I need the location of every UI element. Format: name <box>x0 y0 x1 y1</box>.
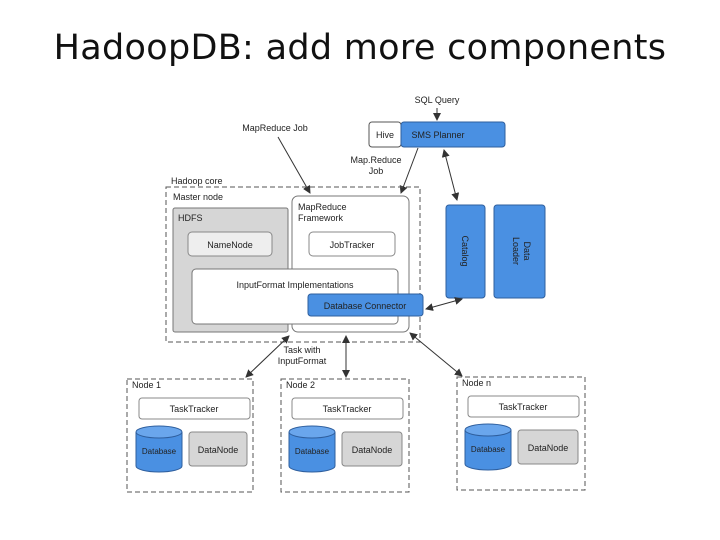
node-1-database-label: Database <box>142 447 177 456</box>
inputformat-label: InputFormat Implementations <box>236 280 354 290</box>
node-n-label: Node n <box>462 378 491 388</box>
namenode-box <box>187 231 273 257</box>
node-1-datanode-box <box>188 431 248 467</box>
node-1-label: Node 1 <box>132 380 161 390</box>
hive-label: Hive <box>376 130 394 140</box>
task-with-label-1: Task with <box>283 345 320 355</box>
data-loader-box <box>493 204 546 299</box>
node-1-datanode-label: DataNode <box>198 445 239 455</box>
sms-planner-box <box>400 121 506 148</box>
database-connector-label: Database Connector <box>324 301 407 311</box>
node-1-tasktracker-box <box>138 397 251 420</box>
planner-catalog-arrow <box>441 149 460 201</box>
data-loader-label-1: Data <box>522 241 532 260</box>
node-1-tasktracker-label: TaskTracker <box>170 404 219 414</box>
node-1-database-icon <box>135 425 183 473</box>
node-2-tasktracker-label: TaskTracker <box>323 404 372 414</box>
data-loader-label-2: Loader <box>511 237 521 265</box>
catalog-box <box>445 204 486 299</box>
node-2-label: Node 2 <box>286 380 315 390</box>
node-n-box <box>456 376 586 491</box>
node-n-database-label: Database <box>471 445 506 454</box>
hdfs-label: HDFS <box>178 213 203 223</box>
hadoop-core-box <box>165 186 421 343</box>
node-2-datanode-label: DataNode <box>352 445 393 455</box>
noden-arrow <box>409 332 463 377</box>
namenode-label: NameNode <box>207 240 253 250</box>
hadoop-core-label: Hadoop core <box>171 176 223 186</box>
catalog-label: Catalog <box>460 235 470 266</box>
node-n-tasktracker-box <box>467 395 580 418</box>
jobtracker-box <box>308 231 396 257</box>
node-2-datanode-box <box>341 431 403 467</box>
task-with-label-2: InputFormat <box>278 356 327 366</box>
connector-catalog-arrow <box>425 297 463 311</box>
jobtracker-label: JobTracker <box>330 240 375 250</box>
node-2-tasktracker-box <box>291 397 404 420</box>
node-n-datanode-label: DataNode <box>528 443 569 453</box>
node-2-database-label: Database <box>295 447 330 456</box>
master-node-label: Master node <box>173 192 223 202</box>
sql-query-label: SQL Query <box>415 95 460 105</box>
mapreduce-job-label-right-2: Job <box>369 166 384 176</box>
mapreduce-job-arrow-right <box>399 147 419 194</box>
sms-planner-label: SMS Planner <box>411 130 464 140</box>
node1-arrow <box>245 335 290 378</box>
mapreduce-framework-label-1: MapReduce <box>298 202 347 212</box>
database-connector-box <box>307 293 424 317</box>
slide-title: HadoopDB: add more components <box>53 28 667 68</box>
mapreduce-job-label-left: MapReduce Job <box>242 123 308 133</box>
node-n-datanode-box <box>517 429 579 465</box>
mapreduce-job-arrow-left <box>277 136 311 194</box>
node-2-database-icon <box>288 425 336 473</box>
mapreduce-job-label-right-1: Map.Reduce <box>350 155 401 165</box>
mapreduce-framework-label-2: Framework <box>298 213 344 223</box>
node-n-tasktracker-label: TaskTracker <box>499 402 548 412</box>
node-n-database-icon <box>464 423 512 471</box>
node-2-box <box>280 378 410 493</box>
